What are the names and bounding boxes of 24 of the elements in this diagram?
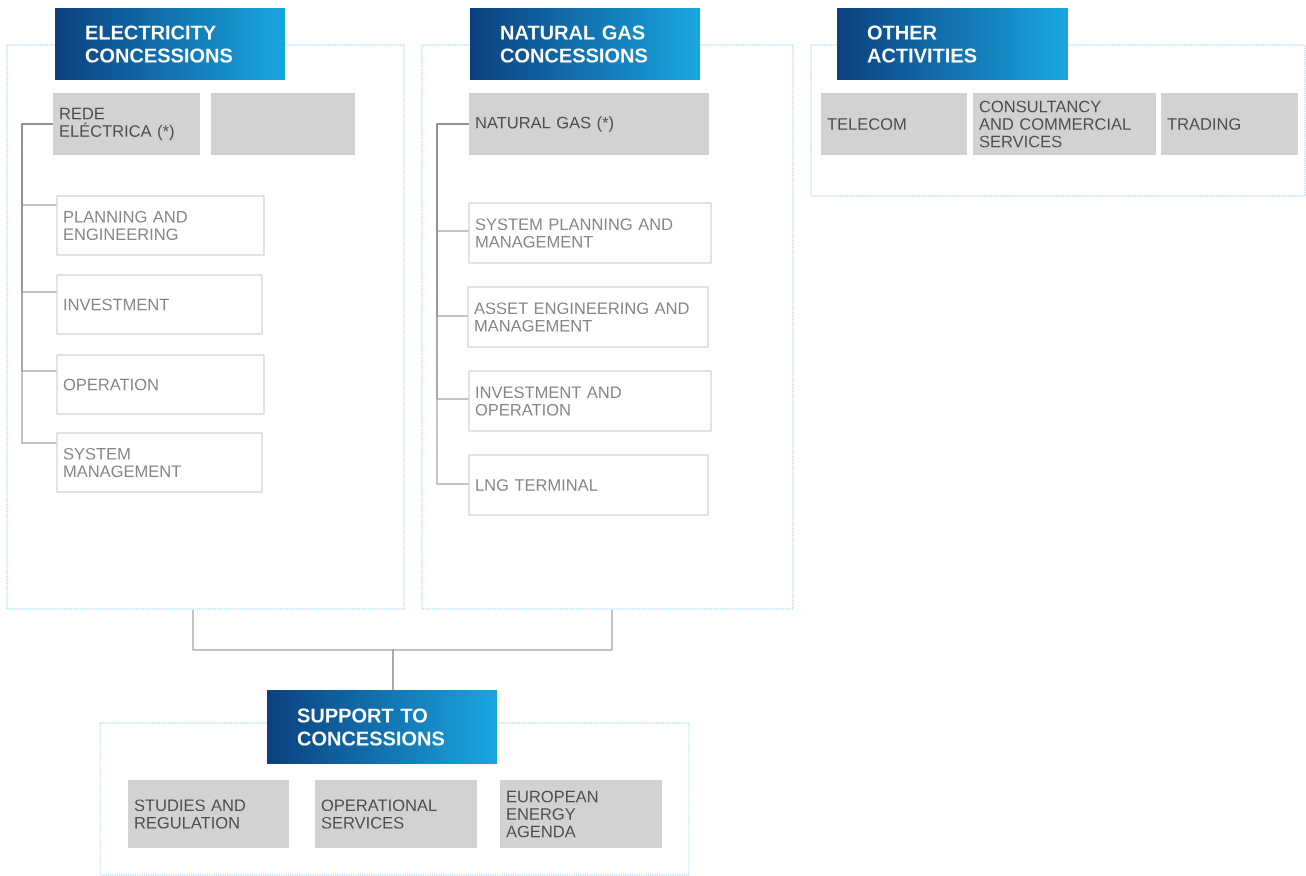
connector-line xyxy=(21,123,57,444)
connector-line xyxy=(436,123,470,485)
department-box: SYSTEM PLANNING AND MANAGEMENT xyxy=(468,202,712,264)
unit-box: CONSULTANCY AND COMMERCIAL SERVICES xyxy=(973,93,1156,155)
connector-line xyxy=(392,609,613,691)
node-label: NATURAL GAS xyxy=(501,25,645,40)
department-box: PLANNING AND ENGINEERING xyxy=(56,195,265,256)
department-box: ASSET ENGINEERING AND MANAGEMENT xyxy=(467,286,709,348)
department-box: OPERATION xyxy=(56,354,265,415)
unit-box: STUDIES AND REGULATION xyxy=(128,780,289,848)
unit-box: REDE ELÉCTRICA (*) xyxy=(53,93,200,155)
unit-box: OPERATIONAL SERVICES xyxy=(315,780,477,848)
unit-box: NATURAL GAS (*) xyxy=(469,93,709,155)
node-label: ELECTRICITY xyxy=(86,25,216,40)
unit-box: TRADING xyxy=(1161,93,1298,155)
department-box: INVESTMENT AND OPERATION xyxy=(468,370,712,432)
unit-box: TELECOM xyxy=(821,93,967,155)
department-box: LNG TERMINAL xyxy=(468,454,709,516)
node-label: SUPPORT TO xyxy=(297,708,427,723)
department-box: SYSTEM MANAGEMENT xyxy=(56,432,263,493)
department-box: INVESTMENT xyxy=(56,274,263,335)
blank-box xyxy=(211,93,355,155)
unit-box: EUROPEAN ENERGY AGENDA xyxy=(500,780,662,848)
node-label: OTHER xyxy=(867,25,937,40)
